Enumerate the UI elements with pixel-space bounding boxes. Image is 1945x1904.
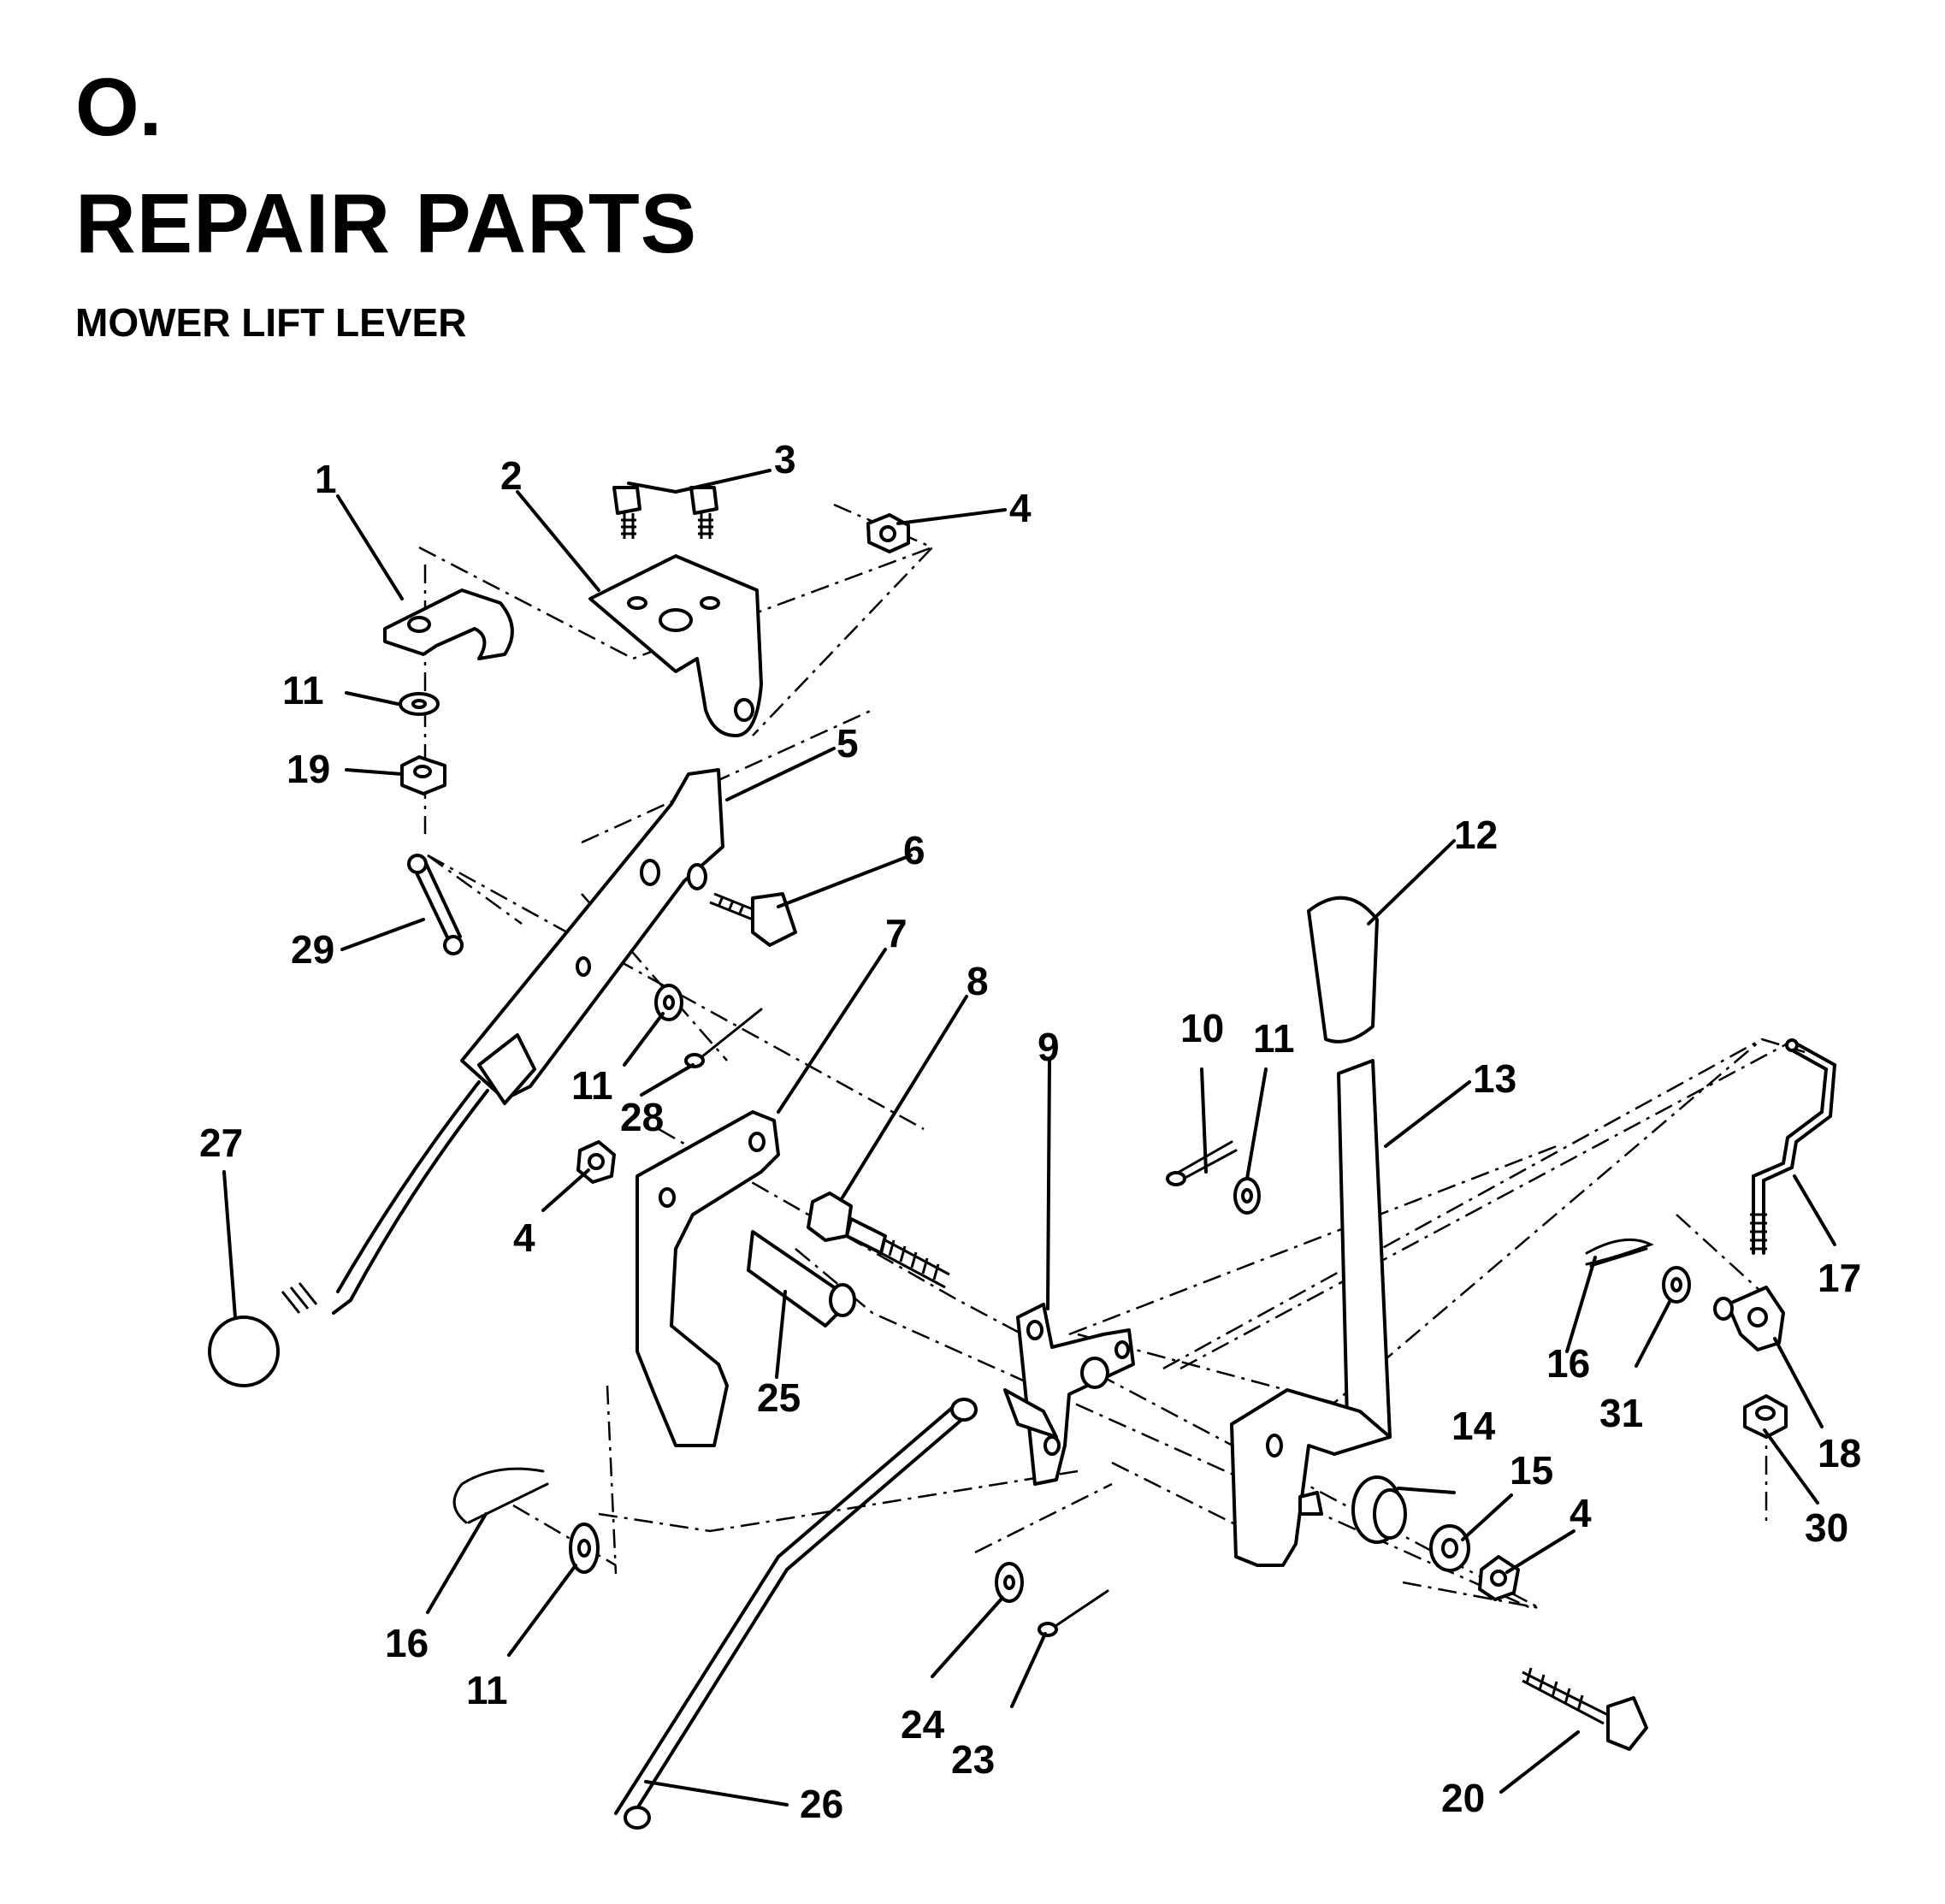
part-11-washer-mid	[654, 984, 683, 1021]
callout-8: 8	[967, 959, 989, 1003]
leader-lines	[222, 469, 1836, 1806]
part-11-washer-right	[1233, 1177, 1261, 1215]
callout-19: 19	[287, 747, 330, 791]
callout-25: 25	[757, 1375, 801, 1420]
part-10-cotter-pin	[1166, 1140, 1238, 1186]
part-24-washer	[995, 1562, 1024, 1603]
part-14-bushing	[1351, 1475, 1407, 1544]
part-27-knob	[208, 1316, 280, 1387]
callout-4-c: 4	[1570, 1491, 1592, 1535]
callout-12: 12	[1454, 813, 1498, 857]
part-12-grip	[1307, 896, 1379, 1044]
part-30-nut	[1743, 1394, 1788, 1439]
part-13-lever	[1230, 1059, 1392, 1567]
callout-6: 6	[903, 828, 925, 872]
part-29-link	[407, 854, 464, 955]
callout-16-b: 16	[385, 1621, 429, 1665]
part-8-bolt	[807, 1191, 950, 1289]
part-11-washer-left	[569, 1523, 600, 1574]
callout-29: 29	[291, 927, 334, 972]
callout-9: 9	[1038, 1025, 1060, 1069]
callout-11-b: 11	[1253, 1016, 1295, 1061]
callout-4-b: 4	[513, 1215, 535, 1260]
part-28-cotter-pin	[684, 1008, 763, 1068]
part-5-lever-arm	[281, 768, 724, 1315]
part-7-plate	[636, 1110, 780, 1447]
part-2-bracket	[588, 554, 763, 737]
callout-15: 15	[1510, 1448, 1553, 1493]
callout-30: 30	[1805, 1505, 1848, 1550]
part-23-cotter-pin	[1038, 1589, 1109, 1637]
part-31-washer	[1662, 1266, 1691, 1304]
part-11-washer-top	[399, 692, 440, 716]
part-19-nut	[400, 755, 446, 795]
callout-28: 28	[620, 1095, 664, 1139]
part-15-washer	[1429, 1524, 1470, 1572]
callout-24: 24	[901, 1702, 945, 1747]
callout-31: 31	[1599, 1391, 1643, 1435]
callout-2: 2	[500, 453, 523, 498]
part-26-rod	[614, 1398, 978, 1830]
callout-20: 20	[1441, 1776, 1485, 1820]
callout-27: 27	[199, 1121, 243, 1165]
callout-14: 14	[1451, 1404, 1496, 1448]
callout-5: 5	[837, 721, 859, 766]
callout-11: 11	[282, 668, 324, 713]
callout-10: 10	[1180, 1006, 1224, 1050]
callout-16: 16	[1546, 1341, 1590, 1386]
part-9-pivot	[1003, 1303, 1135, 1486]
part-6-bolt	[709, 892, 797, 947]
part-17-rod	[1750, 1038, 1837, 1255]
callout-17: 17	[1818, 1256, 1861, 1300]
part-4-nut-right	[1478, 1555, 1520, 1601]
callout-13: 13	[1473, 1056, 1516, 1101]
callout-4: 4	[1009, 486, 1032, 530]
assembly-lines	[418, 503, 1806, 1610]
callout-26: 26	[800, 1782, 843, 1826]
part-3-bolts	[612, 486, 718, 539]
part-20-bolt	[1522, 1667, 1648, 1751]
callout-7: 7	[885, 911, 907, 955]
section-letter: O.	[75, 62, 163, 153]
part-18-ferrule	[1713, 1286, 1785, 1351]
page-header: O. REPAIR PARTS MOWER LIFT LEVER	[75, 62, 698, 345]
part-25-spacer	[747, 1230, 856, 1327]
callout-23: 23	[951, 1737, 995, 1782]
callout-1: 1	[315, 457, 337, 501]
callout-3: 3	[774, 437, 796, 482]
part-16-hairpin-right	[1585, 1238, 1654, 1268]
callout-labels: 1 2 3 4 11 19 5 6 29 12 7 8 9 10 11 13 1…	[199, 437, 1861, 1826]
part-1-clip	[383, 588, 514, 660]
callout-18: 18	[1818, 1431, 1861, 1475]
page-title: REPAIR PARTS	[75, 176, 698, 270]
part-4-nut	[866, 513, 910, 553]
callout-11-c: 11	[571, 1063, 613, 1108]
part-16-hairpin-left	[452, 1467, 549, 1524]
callout-11-d: 11	[466, 1668, 508, 1712]
page-subtitle: MOWER LIFT LEVER	[75, 300, 467, 345]
